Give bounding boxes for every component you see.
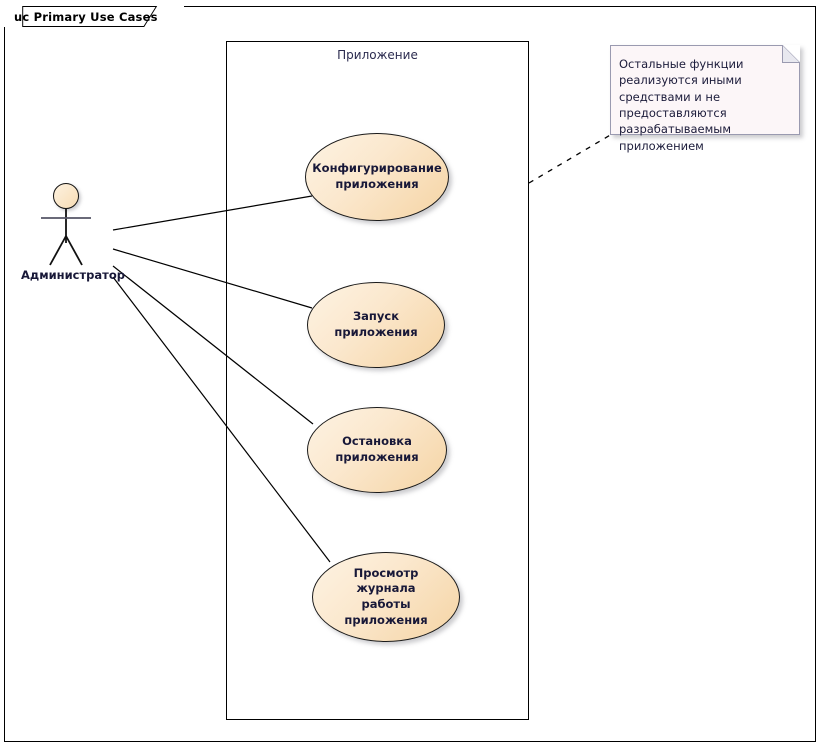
note-box: Остальные функции реализуются иными сред…: [610, 45, 800, 153]
actor-head-icon: [53, 183, 79, 209]
usecase-view-log-label: Просмотр журнала работы приложения: [344, 565, 428, 627]
usecase-configure-label: Конфигурирование приложения: [312, 161, 442, 191]
diagram-frame-tab: uc Primary Use Cases: [4, 6, 184, 27]
usecase-start[interactable]: Запуск приложения: [307, 282, 445, 368]
note-text: Остальные функции реализуются иными сред…: [619, 57, 744, 153]
usecase-stop[interactable]: Остановка приложения: [307, 407, 447, 493]
usecase-view-log[interactable]: Просмотр журнала работы приложения: [312, 552, 460, 642]
actor-body-icon: [41, 209, 91, 266]
note-shape: [610, 45, 800, 135]
system-boundary-label: Приложение: [337, 48, 418, 62]
frame-tab-shape: [22, 6, 158, 27]
diagram-frame: [4, 6, 816, 742]
diagram-title: uc Primary Use Cases: [14, 9, 158, 24]
actor-label: Администратор: [21, 268, 125, 282]
usecase-start-label: Запуск приложения: [334, 309, 418, 339]
usecase-stop-label: Остановка приложения: [335, 434, 419, 464]
usecase-configure[interactable]: Конфигурирование приложения: [305, 133, 449, 221]
